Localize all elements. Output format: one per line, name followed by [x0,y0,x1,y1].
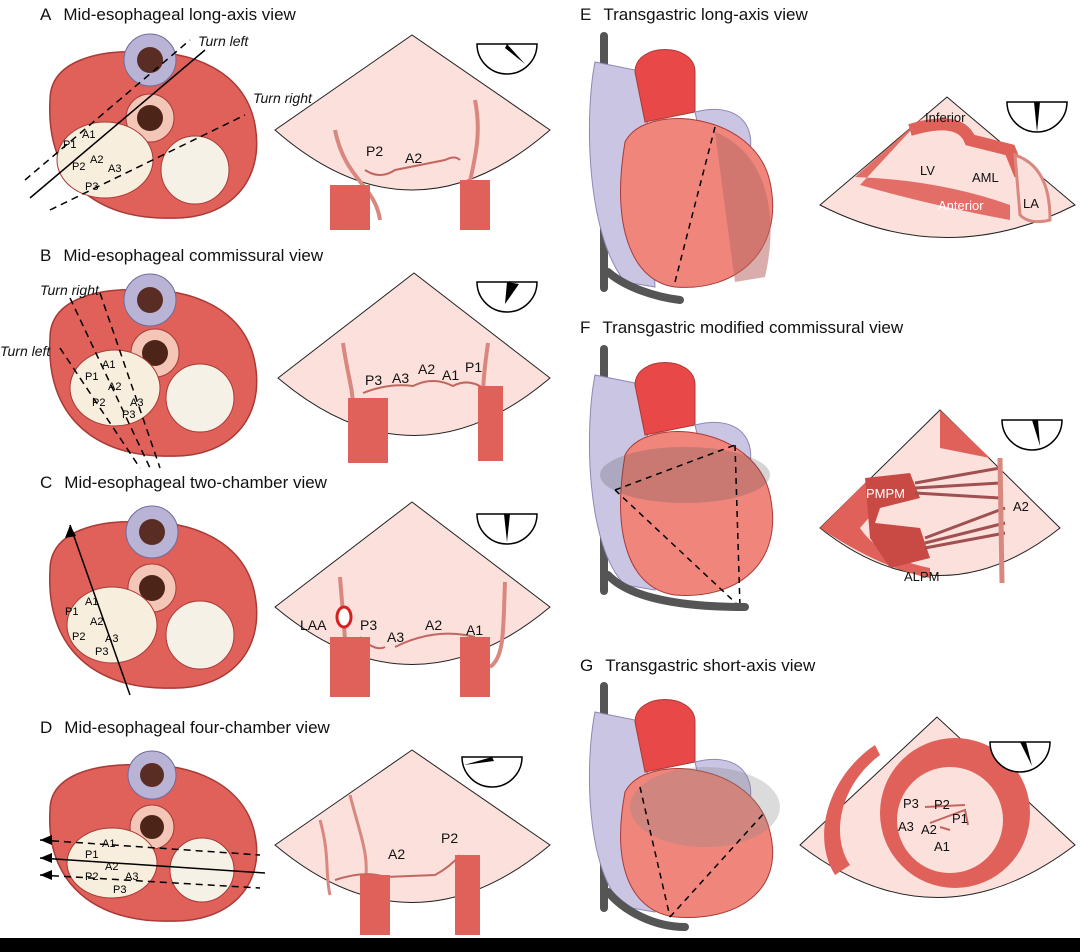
valve-label: P1 [63,139,76,151]
valve-label: A1 [82,129,95,141]
valve-label: P3 [113,884,126,896]
probe-orientation-icon [476,281,538,313]
probe-orientation-icon [1006,101,1068,133]
valve-label: P1 [65,606,78,618]
valve-label: A2 [105,861,118,873]
valve-label: A1 [102,838,115,850]
echo-label: A3 [387,629,405,645]
panel-d-echo-sector [274,749,551,935]
scan-plane-dashed-line [49,114,246,211]
echo-label: A1 [442,367,460,383]
panel-b-echo-sector [277,272,551,463]
laa-ring [335,605,353,629]
echo-label: A2 [1013,499,1029,514]
bottom-bar [0,938,1080,952]
panel-d-heart-base-illustration: A1 P1 A2 P2 A3 P3 [39,750,266,922]
echo-label: A2 [418,361,436,377]
valve-label: P3 [85,181,98,193]
probe-orientation-icon [1001,419,1063,451]
panel-b-heart-base-illustration: P1 A1 A2 P2 A3 P3 [49,273,258,469]
probe-orientation-icon [476,43,538,75]
turn-left-label: Turn left [0,343,51,359]
echo-label: ALPM [904,569,940,584]
panel-c-heart-base-illustration: P1 A1 A2 P2 A3 P3 [49,505,258,696]
echo-label: A2 [405,150,423,166]
valve-label: P2 [72,631,85,643]
valve-label: P2 [92,397,105,409]
echo-label: P3 [903,796,919,811]
echo-label: P3 [360,617,378,633]
echo-label: LV [920,163,935,178]
echo-label: A3 [392,370,410,386]
valve-label: P3 [95,646,108,658]
valve-label: A2 [108,381,121,393]
echo-label: P2 [934,797,950,812]
valve-label: A3 [125,871,138,883]
turn-left-label: Turn left [198,33,249,49]
probe-orientation-icon [476,513,538,545]
echo-label: A1 [934,839,950,854]
echo-label: A1 [466,622,484,638]
echo-label: P2 [441,830,459,846]
echo-label: LAA [300,617,327,633]
echo-label: A2 [388,846,406,862]
echo-label: P3 [365,372,383,388]
valve-label: A3 [108,163,121,175]
valve-label: A1 [85,596,98,608]
echo-label: LA [1023,196,1039,211]
valve-label: P2 [72,161,85,173]
echo-label: PMPM [866,486,905,501]
panel-c-echo-sector [274,501,551,697]
scan-plane-line [29,49,206,199]
probe-orientation-icon [989,741,1051,773]
valve-label: A2 [90,616,103,628]
panel-a-echo-sector [274,34,551,230]
valve-label: P1 [85,371,98,383]
echo-label: A2 [921,822,937,837]
scan-plane-dashed-line [24,39,191,181]
panel-f-heart-illustration [588,345,774,611]
echo-label: P2 [366,143,384,159]
valve-label: A2 [90,154,103,166]
panel-e-echo-sector [819,96,1076,238]
valve-label: P2 [85,871,98,883]
echo-label: Inferior [925,110,966,125]
valve-label: A3 [130,397,143,409]
valve-label: A3 [105,633,118,645]
panel-a-heart-base-illustration: P1 A1 P2 A2 A3 P3 [24,33,258,219]
echo-label: P1 [465,359,483,375]
echo-label: AML [972,170,999,185]
probe-orientation-icon [461,756,523,788]
echo-label: P1 [952,811,968,826]
panel-g-echo-sector [799,716,1076,898]
valve-label: P3 [122,409,135,421]
panel-g-heart-illustration [588,682,780,931]
panel-f-echo-sector [819,409,1061,584]
panel-e-heart-illustration [588,32,774,304]
echo-label: A2 [425,617,443,633]
valve-label: A1 [102,359,115,371]
echo-label: Anterior [938,198,984,213]
echo-label: A3 [898,819,914,834]
valve-label: P1 [85,849,98,861]
turn-right-label: Turn right [40,282,99,298]
